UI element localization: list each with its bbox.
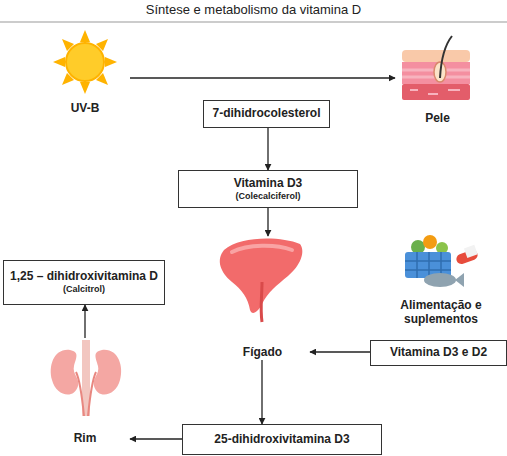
skin-node: Pele	[395, 40, 480, 126]
liver-icon	[220, 239, 303, 322]
flow-arrow	[84, 305, 85, 338]
title-rule	[0, 22, 507, 23]
process-box: Vitamina D3(Colecalciferol)	[178, 170, 358, 208]
flow-arrow	[261, 360, 262, 424]
kidney-node: Rim	[40, 338, 130, 446]
food-icon	[405, 235, 479, 287]
node-sublabel: (Calcitrol)	[63, 284, 105, 294]
node-sublabel: (Colecalciferol)	[235, 191, 300, 201]
process-box: 7-dihidrocolesterol	[203, 100, 330, 128]
flow-arrow	[267, 128, 268, 170]
node-label: Alimentação e suplementos	[393, 299, 489, 327]
node-label: Vitamina D3	[234, 177, 302, 191]
node-label: Rim	[74, 432, 97, 446]
diagram-title: Síntese e metabolismo da vitamina D	[0, 2, 507, 17]
flow-arrow	[267, 208, 268, 236]
food-node: Alimentação e suplementos	[385, 225, 497, 327]
flow-arrow	[130, 77, 395, 78]
flow-arrow	[130, 438, 182, 439]
sun-node: UV-B	[40, 36, 130, 116]
node-label: Fígado	[243, 346, 282, 360]
node-label: 1,25 – dihidroxivitamina D	[10, 270, 158, 284]
process-box: Vitamina D3 e D2	[370, 340, 507, 366]
flow-arrow	[310, 351, 370, 352]
node-label: 25-dihidroxivitamina D3	[214, 433, 349, 447]
skin-icon	[402, 36, 470, 100]
node-label: Vitamina D3 e D2	[390, 346, 487, 360]
liver-node: Fígado	[215, 236, 310, 360]
node-label: Pele	[425, 112, 450, 126]
process-box: 1,25 – dihidroxivitamina D(Calcitrol)	[3, 260, 165, 305]
process-box: 25-dihidroxivitamina D3	[182, 424, 382, 455]
kidney-icon	[51, 340, 121, 416]
sun-icon	[53, 30, 117, 94]
node-label: 7-dihidrocolesterol	[212, 107, 320, 121]
node-label: UV-B	[71, 102, 100, 116]
